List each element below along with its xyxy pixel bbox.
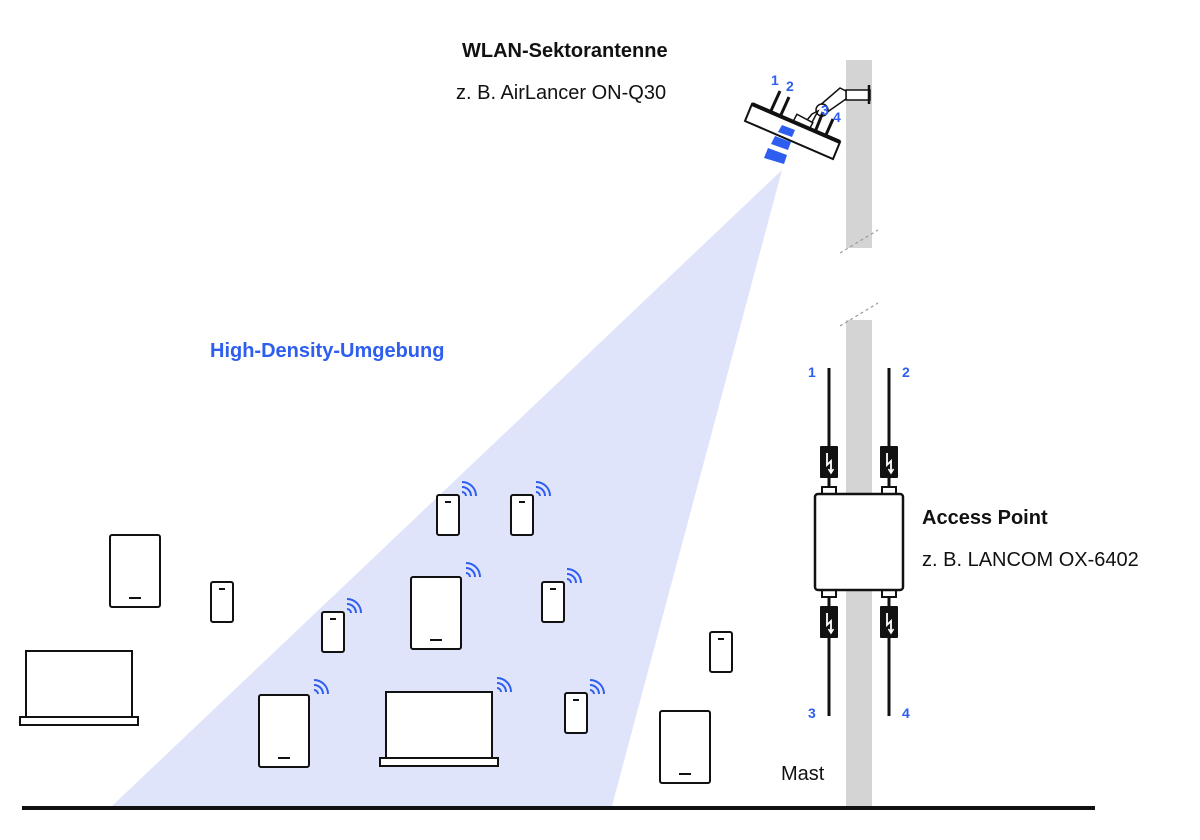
- antenna-port-3: 3: [821, 102, 829, 118]
- smartphone-icon: [321, 611, 345, 653]
- antenna-title: WLAN-Sektorantenne: [462, 40, 668, 62]
- smartphone-icon: [436, 494, 460, 536]
- mast-label: Mast: [781, 763, 825, 785]
- antenna-radiation-icon: [764, 125, 795, 164]
- access-point-subtitle: z. B. LANCOM OX-6402: [922, 549, 1139, 571]
- surge-protector-icon: [819, 605, 839, 639]
- surge-protector-icon: [819, 445, 839, 479]
- tablet-icon: [258, 694, 310, 768]
- antenna-port-2: 2: [786, 78, 794, 94]
- access-point-title: Access Point: [922, 507, 1048, 529]
- ap-cable-2: [879, 368, 899, 490]
- ap-cable-1: [819, 368, 839, 490]
- access-point: [813, 486, 905, 598]
- smartphone-icon: [541, 581, 565, 623]
- tablet-icon: [659, 710, 711, 784]
- laptop-icon: [379, 691, 499, 767]
- coverage-beam: [112, 170, 782, 806]
- smartphone-icon: [709, 631, 733, 673]
- antenna-port-4: 4: [833, 109, 841, 125]
- smartphone-icon: [510, 494, 534, 536]
- laptop-icon: [19, 650, 139, 726]
- antenna-port-1: 1: [771, 72, 779, 88]
- surge-protector-icon: [879, 445, 899, 479]
- ap-cable-4: [879, 592, 899, 716]
- smartphone-icon: [210, 581, 234, 623]
- tablet-icon: [109, 534, 161, 608]
- ap-port-3: 3: [808, 705, 816, 721]
- ap-port-4: 4: [902, 705, 910, 721]
- ap-port-1: 1: [808, 364, 816, 380]
- smartphone-icon: [564, 692, 588, 734]
- antenna-subtitle: z. B. AirLancer ON-Q30: [456, 82, 667, 104]
- zone-label: High-Density-Umgebung: [210, 340, 445, 362]
- surge-protector-icon: [879, 605, 899, 639]
- tablet-icon: [410, 576, 462, 650]
- mast: [839, 60, 879, 810]
- ap-cable-3: [819, 592, 839, 716]
- ap-port-2: 2: [902, 364, 910, 380]
